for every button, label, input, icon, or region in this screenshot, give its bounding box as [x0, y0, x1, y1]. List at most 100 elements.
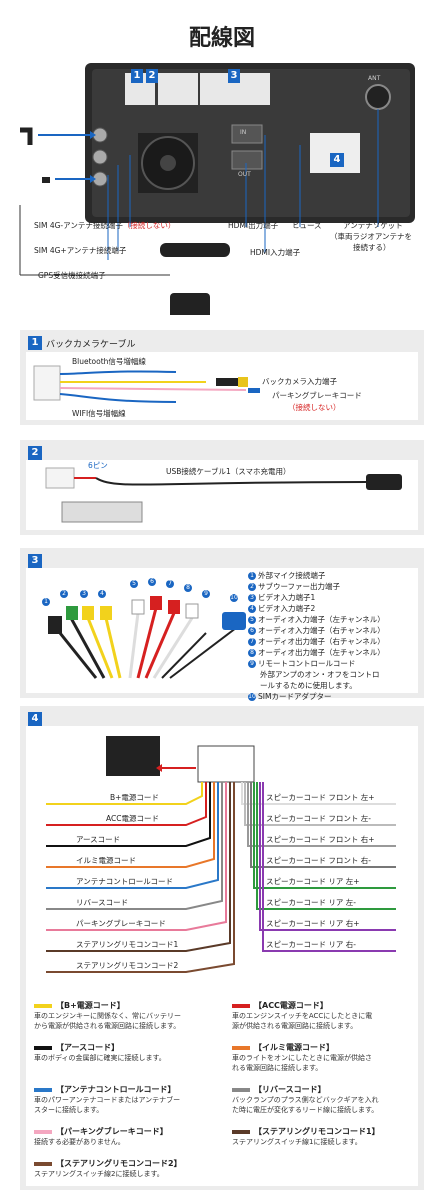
legend-swatch: [34, 1161, 52, 1166]
sim4g-minus-label: SIM 4G-アンテナ接続端子（接続しない）: [34, 221, 176, 230]
left-wire: [46, 782, 203, 805]
left-wire-label: パーキングブレーキコード: [76, 919, 166, 928]
left-wire: [46, 782, 211, 847]
left-wire: [46, 782, 235, 973]
left-wire-label: アースコード: [76, 835, 121, 844]
left-wire: [46, 782, 219, 889]
left-wire-label: ステアリングリモコンコード2: [76, 961, 179, 970]
page-title: 配線図: [188, 26, 255, 51]
plug-number-7: 7: [166, 580, 174, 588]
legend-item: 【ステアリングリモコンコード2】 ステアリングスイッチ線2に接続します。: [34, 1159, 182, 1178]
hdmi-in-label: HDMI入力端子: [250, 248, 301, 257]
right-wire: [253, 782, 396, 889]
right-wire: [259, 782, 396, 931]
board-ant-label: ANT: [368, 75, 381, 82]
left-wire-label: B+電源コード: [110, 793, 159, 802]
right-wire-label: スピーカーコード フロント 右-: [266, 856, 371, 865]
section-3-panel: 3 1 2 3 4 5 6 7 8: [20, 548, 424, 701]
not-connect-note: （接続しない）: [122, 221, 176, 230]
section-1-box: Bluetooth信号増幅線 バックカメラ入力端子 パーキングブレーキコード （…: [26, 352, 418, 420]
left-wire-label: アンテナコントロールコード: [76, 877, 174, 886]
legend-swatch: [232, 1045, 250, 1050]
antenna-socket-label: アンテナソケット: [343, 221, 403, 230]
legend-swatch: [34, 1003, 52, 1008]
rca-item-note: 外部アンプのオン・オフをコントロ: [260, 670, 380, 679]
legend-swatch: [232, 1129, 250, 1134]
legend-item: 【ACC電源コード】 車のエンジンスイッチをACCにしたときに電 源が供給される…: [232, 1001, 373, 1030]
six-pin-label: 6ピン: [88, 461, 108, 470]
legend-item: 【イルミ電源コード】 車のライトをオンにしたときに電源が供給さ れる電源回路に接…: [232, 1043, 372, 1072]
legend-swatch: [34, 1045, 52, 1050]
left-wire-label: イルミ電源コード: [76, 856, 136, 865]
section-1-panel: 1 バックカメラケーブル Bluetooth信号増幅線 バックカメラ入力端子 パ…: [20, 330, 424, 425]
legend-item: 【アースコード】 車のボディの金属部に確実に接続します。: [34, 1043, 166, 1062]
board-in-label: IN: [240, 129, 247, 136]
left-wire: [46, 782, 223, 910]
right-wire-label: スピーカーコード フロント 右+: [266, 835, 375, 844]
badge-3: 3: [228, 69, 240, 83]
right-wire-label: スピーカーコード リア 右-: [266, 940, 356, 949]
gps-label: GPS受信機接続端子: [38, 271, 106, 280]
left-wire-label: リバースコード: [76, 898, 129, 907]
device-diagram: 1 2 3 4 IN OUT ANT SIM 4G-アンテナ接続端子（接続しない…: [0, 55, 444, 315]
plug-number-10: 10: [230, 594, 238, 602]
legend-swatch: [34, 1087, 52, 1092]
section-4-number: 4: [28, 712, 42, 726]
usb-cable-illustration: [45, 467, 402, 523]
camera-cable-illustration: [33, 365, 260, 403]
plug-number-3: 3: [80, 590, 88, 598]
legend-item: 【ステアリングリモコンコード1】 ステアリングスイッチ線1に接続します。: [232, 1127, 380, 1146]
right-wire-label: スピーカーコード リア 右+: [266, 919, 360, 928]
sim4g-plus-label: SIM 4G+アンテナ接続端子: [34, 246, 127, 255]
plug-number-2: 2: [60, 590, 68, 598]
section-2-box: 6ピン USB接続ケーブル1（スマホ充電用）: [26, 460, 418, 530]
section-3-number: 3: [28, 554, 42, 568]
legend-item: 【アンテナコントロールコード】 車のパワーアンテナコードまたはアンテナブー スタ…: [34, 1085, 181, 1114]
section-2-panel: 2 6ピン USB接続ケーブル1（スマホ充電用）: [20, 440, 424, 535]
right-wire: [262, 782, 396, 952]
fuse-label: ヒューズ: [292, 221, 322, 230]
legend-item: 【パーキングブレーキコード】 接続する必要がありません。: [34, 1127, 168, 1146]
harness-illustration: [46, 736, 396, 973]
badge-4: 4: [330, 153, 344, 167]
rca-cables-illustration: [48, 596, 246, 679]
right-wire-label: スピーカーコード リア 左-: [266, 898, 356, 907]
badge-1: 1: [131, 69, 143, 83]
device-illustration: [19, 63, 415, 315]
plug-number-1: 1: [42, 598, 50, 606]
legend-item: 【B+電源コード】 車のエンジンキーに関係なく、常にバッテリー から電源が供給さ…: [34, 1001, 181, 1030]
bluetooth-label: Bluetooth信号増幅線: [72, 357, 146, 366]
antenna-socket-note1: （車両ラジオアンテナを: [330, 232, 413, 241]
parking-brake-note: （接続しない）: [288, 403, 341, 412]
antenna-socket-note2: 接続する）: [353, 243, 391, 252]
right-wire: [250, 782, 396, 868]
plug-number-8: 8: [184, 584, 192, 592]
plug-number-6: 6: [148, 578, 156, 586]
plug-number-9: 9: [202, 590, 210, 598]
board-out-label: OUT: [238, 171, 251, 178]
right-wire: [241, 782, 396, 805]
rca-item-note: ールするために使用します。: [260, 681, 357, 690]
wifi-label: WIFI信号増幅線: [72, 409, 126, 418]
camera-input-label: バックカメラ入力端子: [262, 377, 337, 386]
left-wire-label: ACC電源コード: [106, 814, 159, 823]
hdmi-out-label: HDMI出力端子: [228, 221, 279, 230]
parking-brake-label: パーキングブレーキコード: [272, 391, 362, 400]
legend-item: 【リバースコード】 バックランプのプラス側などバックギアを入れ た時に電圧が変化…: [232, 1085, 379, 1114]
badge-2: 2: [146, 69, 158, 83]
left-wire-label: ステアリングリモコンコード1: [76, 940, 179, 949]
right-wire-label: スピーカーコード フロント 左+: [266, 793, 375, 802]
legend-swatch: [232, 1087, 250, 1092]
section-1-number: 1: [28, 336, 42, 350]
right-wire: [247, 782, 396, 847]
